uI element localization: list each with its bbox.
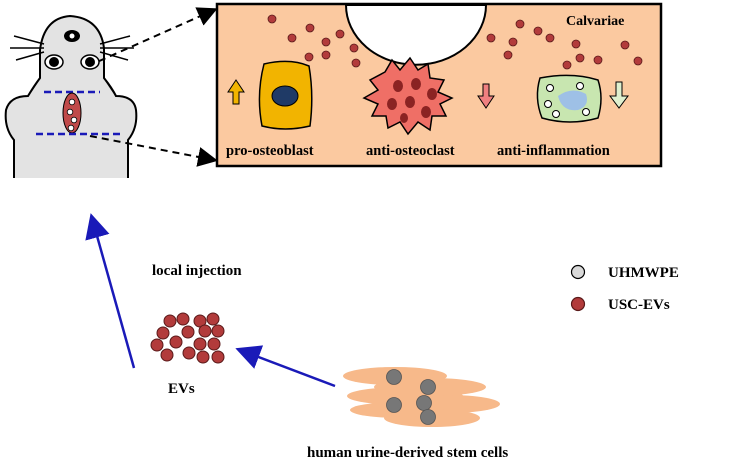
up-arrow-icon — [227, 79, 245, 105]
legend-swatch-uhmwpe — [570, 264, 586, 280]
injection-arrow — [85, 213, 136, 369]
ev-cluster — [150, 312, 225, 364]
bone-defect-shape — [344, 4, 488, 66]
down-arrow-icon — [477, 83, 495, 109]
down-arrow-icon — [609, 81, 629, 109]
effect-label-osteoclast: anti-osteoclast — [366, 143, 455, 159]
whiskers — [10, 35, 134, 61]
effect-label-osteoblast: pro-osteoblast — [226, 143, 314, 159]
rat-head-illustration — [4, 14, 138, 178]
calvariae-panel: Calvariae — [215, 2, 663, 168]
stem-cells-label: human urine-derived stem cells — [307, 445, 508, 461]
calvariae-title: Calvariae — [566, 14, 624, 29]
osteoblast-cell-icon — [258, 60, 313, 130]
macrophage-cell-icon — [536, 74, 602, 123]
stem-cells-illustration — [343, 367, 500, 427]
panel-ev-dots — [267, 14, 643, 70]
injection-label: local injection — [152, 263, 242, 279]
zoom-arrow — [87, 7, 218, 67]
legend-label-usc-evs: USC-EVs — [608, 297, 670, 313]
effect-label-inflammation: anti-inflammation — [497, 143, 610, 159]
zoom-arrow — [89, 135, 218, 167]
legend-swatch-usc-evs — [570, 296, 586, 312]
legend-label-uhmwpe: UHMWPE — [608, 265, 679, 281]
legend: UHMWPE USC-EVs — [570, 264, 679, 313]
isolation-arrow — [235, 345, 336, 388]
evs-label: EVs — [168, 381, 195, 397]
osteoclast-cell-icon — [362, 56, 454, 136]
